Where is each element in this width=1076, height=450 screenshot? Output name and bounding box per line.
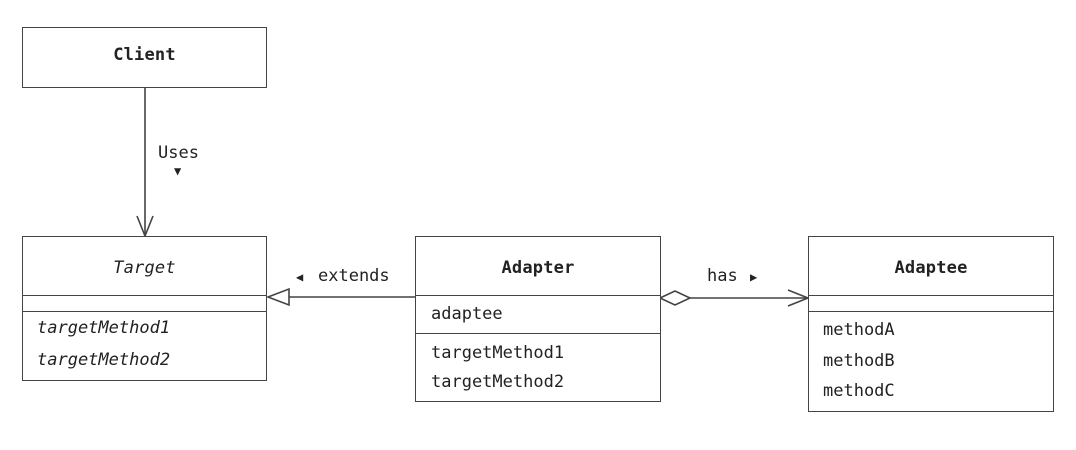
adapter-divider-2: [416, 333, 660, 334]
adaptee-method-c: methodC: [823, 381, 895, 401]
adaptee-class: Adaptee methodA methodB methodC: [808, 236, 1054, 412]
adaptee-method-a: methodA: [823, 320, 895, 340]
adapter-class: Adapter adaptee targetMethod1 targetMeth…: [415, 236, 661, 402]
adapter-method-1: targetMethod1: [431, 343, 565, 363]
adaptee-class-name: Adaptee: [894, 258, 968, 278]
adapter-method-2: targetMethod2: [431, 372, 565, 392]
adapter-divider-1: [416, 295, 660, 296]
target-class: Target targetMethod1 targetMethod2: [22, 236, 267, 381]
has-label: has: [707, 266, 738, 286]
client-class-name: Client: [113, 45, 176, 65]
uses-label: Uses: [158, 143, 199, 163]
target-class-name: Target: [113, 258, 176, 278]
adaptee-divider-2: [809, 311, 1053, 312]
uses-direction-marker: ▼: [174, 164, 182, 178]
adapter-attribute: adaptee: [431, 304, 503, 324]
adaptee-method-b: methodB: [823, 351, 895, 371]
target-divider-1: [23, 295, 266, 296]
target-method-2: targetMethod2: [37, 350, 171, 370]
adaptee-divider-1: [809, 295, 1053, 296]
target-divider-2: [23, 311, 266, 312]
extends-label: extends: [318, 266, 390, 286]
has-direction-marker: ▶: [750, 270, 758, 284]
extends-direction-marker: ◀: [296, 270, 304, 284]
adapter-class-name: Adapter: [501, 258, 575, 278]
target-method-1: targetMethod1: [37, 318, 171, 338]
extends-triangle: [265, 287, 290, 307]
has-diamond: [658, 290, 692, 306]
client-class: Client: [22, 27, 267, 88]
